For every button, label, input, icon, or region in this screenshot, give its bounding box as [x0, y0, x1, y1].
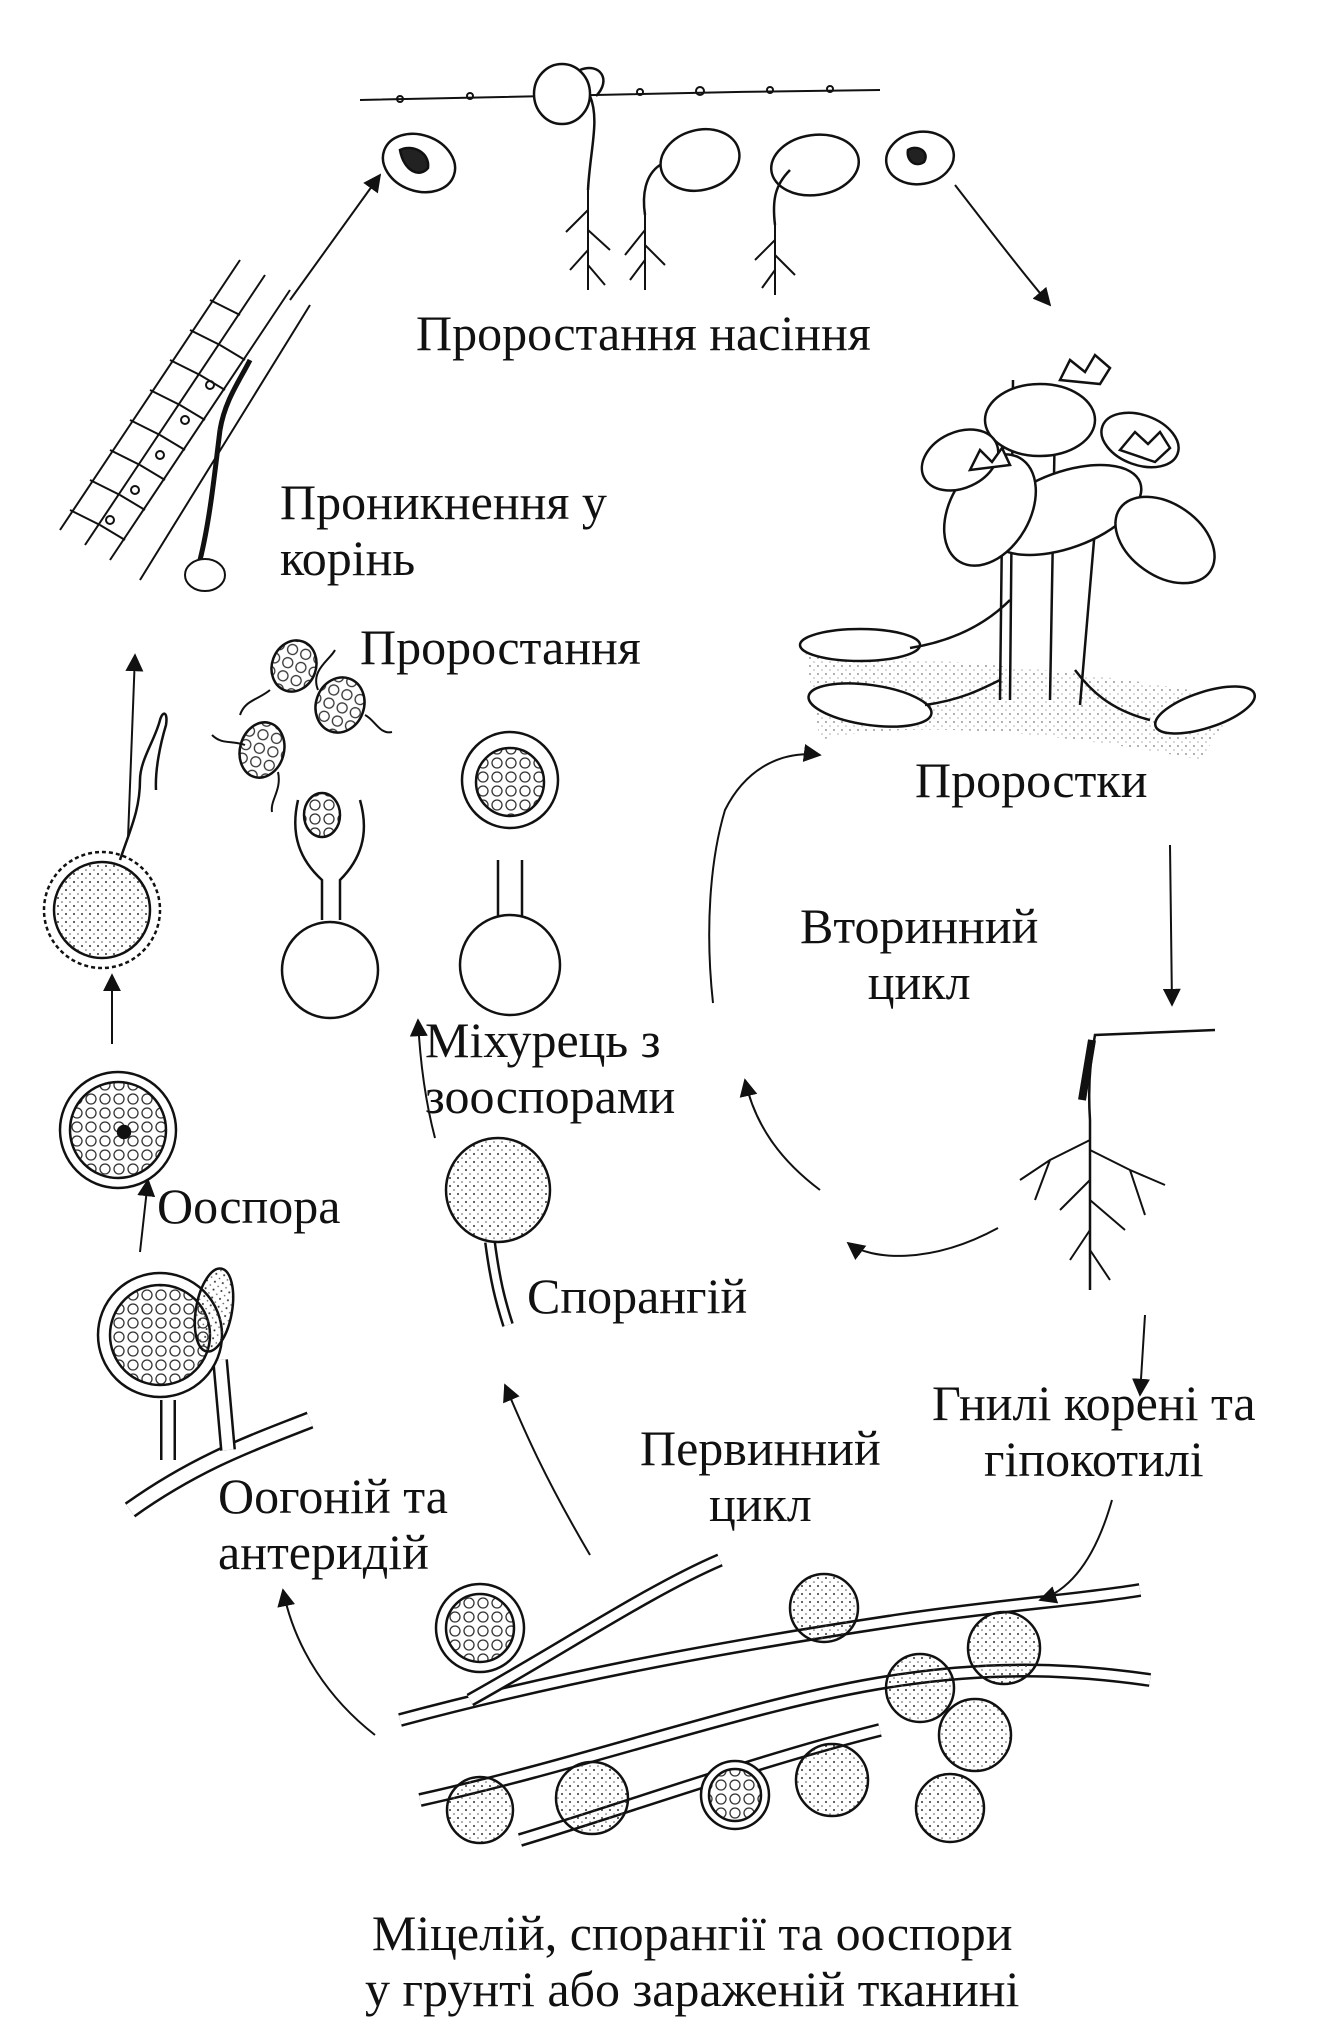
- label-mycelium-line-1: Міцелій, спорангії та ооспори: [371, 1905, 1013, 1961]
- label-secondary-cycle: Вторинний цикл: [800, 898, 1038, 1010]
- seedlings-illustration: [798, 353, 1257, 760]
- label-oogonium-antheridium-line-1: Оогоній та: [218, 1468, 448, 1524]
- label-germination: Проростання: [360, 619, 641, 675]
- label-rotten-roots-line-2: гіпокотилі: [983, 1431, 1204, 1487]
- mycelium-illustration: [398, 1553, 1151, 1847]
- vesicle-releasing-illustration: [280, 791, 380, 1020]
- sporangium-illustration: [444, 1136, 552, 1327]
- label-seedlings: Проростки: [915, 752, 1148, 808]
- label-oogonium-antheridium-line-2: антеридій: [218, 1524, 429, 1580]
- label-oospore: Ооспора: [157, 1178, 341, 1234]
- germinating-oospore-illustration: [42, 712, 168, 970]
- rotten-roots-illustration: [1019, 1028, 1216, 1290]
- label-root-penetration: Проникнення у корінь: [280, 474, 607, 586]
- label-rotten-roots-line-1: Гнилі корені та: [932, 1375, 1256, 1431]
- vesicle-zoospores-illustration: [458, 730, 562, 1017]
- soil-surface: [359, 85, 881, 103]
- seed-germination-illustration: [381, 62, 956, 295]
- label-primary-cycle-line-1: Первинний: [640, 1420, 881, 1476]
- label-secondary-cycle-line-2: цикл: [867, 954, 971, 1010]
- label-mycelium: Міцелій, спорангії та ооспори у грунті а…: [365, 1905, 1019, 2017]
- label-seed-germination: Проростання насіння: [416, 305, 871, 361]
- oogonium-antheridium-illustration: [96, 1267, 314, 1518]
- label-primary-cycle: Первинний цикл: [640, 1420, 881, 1532]
- label-mycelium-line-2: у грунті або зараженій тканині: [365, 1961, 1020, 2017]
- label-root-penetration-line-1: Проникнення у: [280, 474, 607, 530]
- label-vesicle-zoospores-line-1: Міхурець з: [425, 1012, 661, 1068]
- label-sporangium: Спорангій: [527, 1268, 748, 1324]
- label-vesicle-zoospores: Міхурець з зооспорами: [425, 1012, 675, 1124]
- label-root-penetration-line-2: корінь: [280, 530, 416, 586]
- label-rotten-roots: Гнилі корені та гіпокотилі: [932, 1375, 1256, 1487]
- zoospores-illustration: [211, 639, 393, 813]
- label-secondary-cycle-line-1: Вторинний: [800, 898, 1039, 954]
- label-vesicle-zoospores-line-2: зооспорами: [425, 1068, 676, 1124]
- label-oogonium-antheridium: Оогоній та антеридій: [218, 1468, 448, 1580]
- cycle-arrows: [103, 173, 1181, 1736]
- label-primary-cycle-line-2: цикл: [708, 1476, 812, 1532]
- root-tissue-illustration: [59, 259, 311, 592]
- oospore-illustration: [58, 1070, 178, 1190]
